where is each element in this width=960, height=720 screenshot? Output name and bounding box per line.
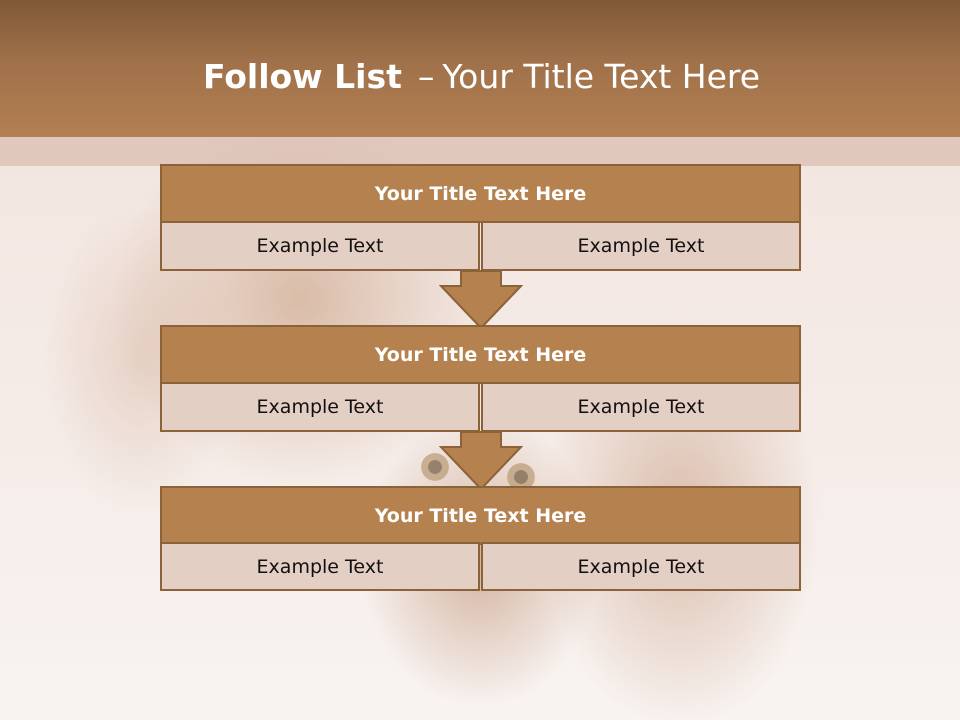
list-block-title: Your Title Text Here (160, 325, 801, 384)
list-block-title: Your Title Text Here (160, 164, 801, 223)
down-arrow-icon (439, 431, 523, 491)
list-block-cell-left: Example Text (160, 221, 480, 271)
slide-title-subtitle: Your Title Text Here (442, 57, 761, 96)
list-block-cell-right: Example Text (481, 542, 801, 591)
header-band (0, 137, 960, 166)
slide-title-separator: – (417, 57, 435, 96)
list-block-cell-right: Example Text (481, 382, 801, 432)
list-block-title: Your Title Text Here (160, 486, 801, 545)
slide-title: Follow List–Your Title Text Here (203, 55, 760, 99)
background-cat-eye-left (418, 452, 452, 482)
list-block-cell-left: Example Text (160, 382, 480, 432)
list-block-cell-right: Example Text (481, 221, 801, 271)
list-block-cell-left: Example Text (160, 542, 480, 591)
slide-title-main: Follow List (203, 57, 402, 96)
down-arrow-icon (439, 270, 523, 330)
title-header-bar (0, 0, 960, 137)
